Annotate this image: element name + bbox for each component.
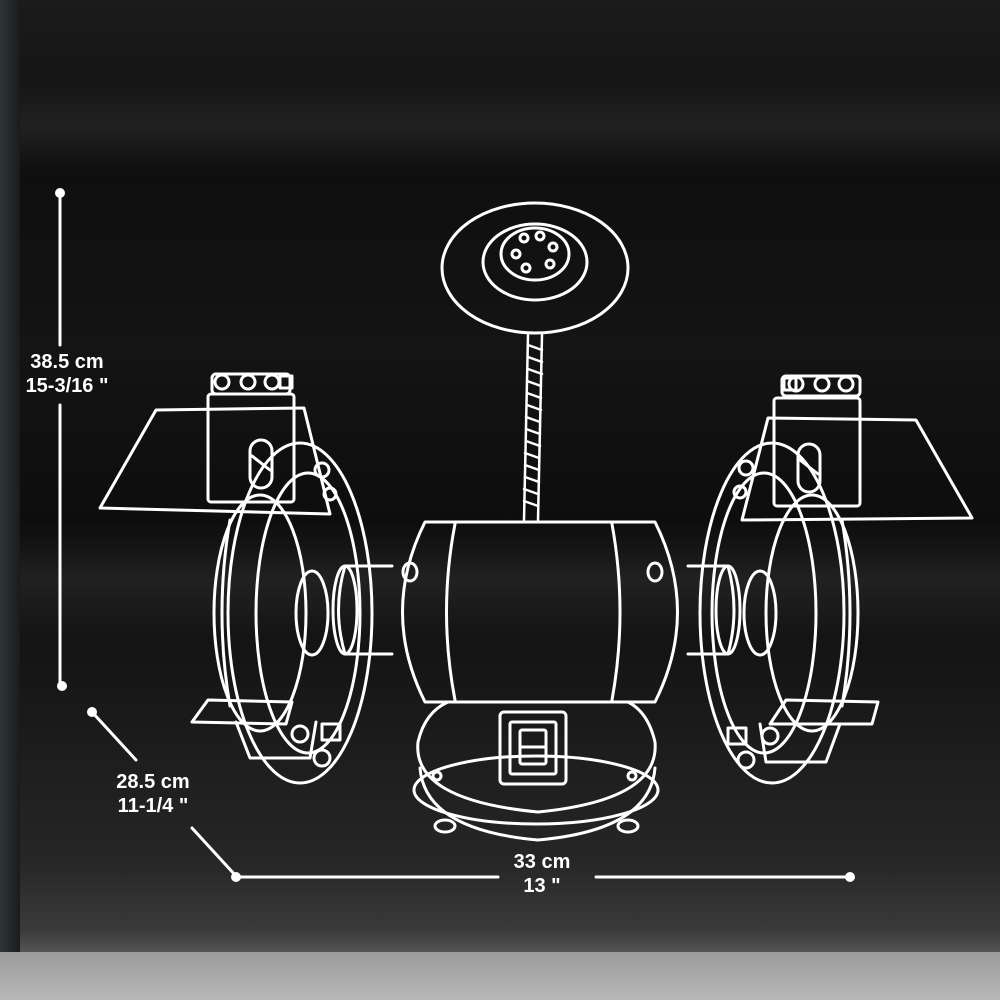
right-shaft	[686, 564, 742, 656]
right-grinding-wheel	[698, 441, 860, 785]
box-bottom-band	[0, 952, 1000, 1000]
depth-imperial: 11-1/4 "	[117, 795, 189, 817]
gooseneck-arm	[522, 333, 544, 522]
width-metric: 33 cm	[513, 851, 571, 873]
left-eye-shield	[98, 372, 332, 516]
left-tool-rest	[190, 698, 342, 768]
gloss-reflection	[0, 520, 1000, 640]
width-dimension-label: 33 cm 13 "	[492, 850, 592, 898]
right-tool-rest	[726, 698, 880, 770]
box-edge	[0, 0, 20, 1000]
power-switch	[498, 710, 568, 786]
left-guard-bolts	[313, 461, 338, 502]
base	[412, 700, 660, 842]
height-imperial: 15-3/16 "	[25, 375, 109, 397]
work-lamp	[440, 201, 630, 335]
motor-housing	[401, 520, 679, 704]
depth-dimension-label: 28.5 cm 11-1/4 "	[108, 770, 198, 818]
height-dimension-line	[55, 188, 67, 691]
width-dimension-line	[231, 872, 855, 882]
left-grinding-wheel	[212, 441, 374, 785]
depth-metric: 28.5 cm	[116, 771, 190, 793]
gloss-reflection	[0, 80, 1000, 170]
height-metric: 38.5 cm	[30, 351, 104, 373]
left-shaft	[331, 564, 394, 656]
right-guard-bolts	[732, 459, 755, 500]
right-eye-shield	[740, 374, 974, 522]
height-dimension-label: 38.5 cm 15-3/16 "	[22, 350, 112, 398]
depth-dimension-line	[87, 707, 238, 878]
width-imperial: 13 "	[523, 875, 561, 897]
